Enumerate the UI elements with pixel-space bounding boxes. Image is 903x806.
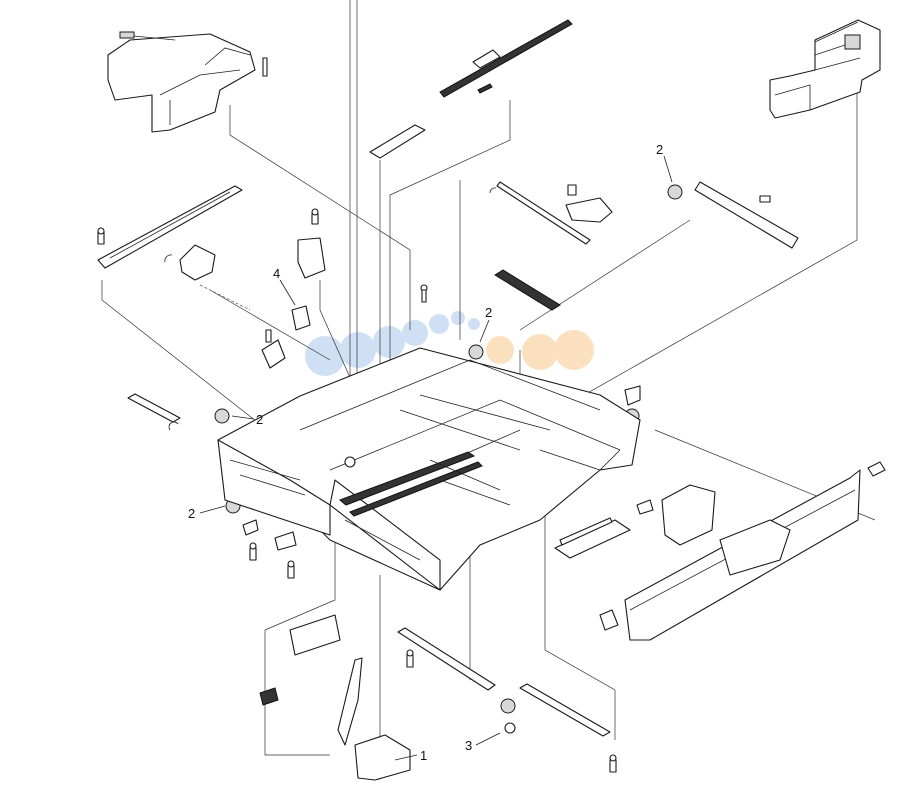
callout-1-lever: 1 [420, 748, 427, 763]
assembly-lines [101, 0, 876, 756]
callout-2-roller-right: 2 [656, 142, 663, 157]
bottom-parts [242, 519, 617, 781]
callout-leaders [199, 155, 673, 761]
small-parts [127, 181, 799, 514]
callout-labels: 2 2 2 2 4 3 1 [188, 142, 663, 763]
callout-3-screw: 3 [465, 738, 472, 753]
left-rear-bracket [107, 31, 268, 133]
front-cover [599, 461, 886, 641]
callout-4-pickup-roller: 4 [273, 266, 280, 281]
callout-2-roller-left-lower: 2 [188, 506, 195, 521]
top-rail [369, 19, 573, 159]
cassette-tray [217, 347, 641, 591]
left-guide-rail [97, 185, 243, 269]
watermark-logo [305, 311, 594, 376]
callout-2-roller-left-upper: 2 [256, 412, 263, 427]
label-plates [554, 517, 631, 559]
right-rear-bracket [769, 19, 881, 119]
callout-2-roller-center: 2 [485, 305, 492, 320]
